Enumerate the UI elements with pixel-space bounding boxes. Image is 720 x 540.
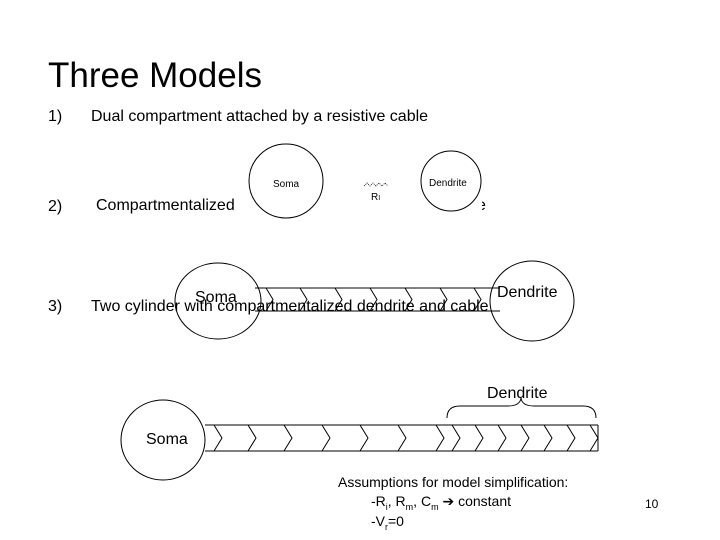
model1-resistor-line xyxy=(363,182,389,187)
compartment-divider xyxy=(543,424,553,452)
compartment-divider xyxy=(474,424,484,452)
model3-compartments xyxy=(213,424,599,452)
compartment-divider xyxy=(497,424,507,452)
item-number-2: 2) xyxy=(48,198,63,215)
page-number: 10 xyxy=(645,497,659,511)
item-number-1: 1) xyxy=(48,108,63,125)
compartment-divider xyxy=(283,424,293,452)
assumptions-line1: -Ri, Rm, Cm ➔ constant xyxy=(371,493,512,512)
model3-dendrite-label: Dendrite xyxy=(487,385,548,402)
model1-resistor-label: RI xyxy=(371,192,381,203)
item-text-3: Two cylinder with compartmentalized dend… xyxy=(91,298,489,315)
model1-soma-circle xyxy=(248,143,324,219)
assumptions-line2: -Vr=0 xyxy=(371,513,404,532)
model2-dendrite-label: Dendrite xyxy=(497,284,558,301)
model2-soma-label: Soma xyxy=(195,289,237,306)
model1-dendrite-label: Dendrite xyxy=(429,178,467,189)
compartment-divider xyxy=(451,424,461,452)
item-text-2: Compartmentalized xyxy=(96,197,235,214)
arrow-icon: ➔ xyxy=(442,493,455,509)
compartment-divider xyxy=(397,424,407,452)
slide-title: Three Models xyxy=(48,56,262,95)
compartment-divider xyxy=(520,424,530,452)
compartment-divider xyxy=(321,424,331,452)
compartment-divider xyxy=(589,424,599,452)
compartment-divider xyxy=(213,424,223,452)
compartment-divider xyxy=(359,424,369,452)
compartment-divider xyxy=(566,424,576,452)
model1-soma-label: Soma xyxy=(273,179,300,190)
model3-soma-label: Soma xyxy=(146,431,188,448)
assumptions-heading: Assumptions for model simplification: xyxy=(338,474,569,490)
model1-svg xyxy=(248,143,482,219)
compartment-divider xyxy=(247,424,257,452)
item-number-3: 3) xyxy=(48,298,63,315)
item-text-1: Dual compartment attached by a resistive… xyxy=(91,108,429,125)
model1-dendrite-circle xyxy=(420,150,482,212)
compartment-divider xyxy=(435,424,445,452)
model1-diagram: Soma Dendrite RI xyxy=(246,140,482,222)
